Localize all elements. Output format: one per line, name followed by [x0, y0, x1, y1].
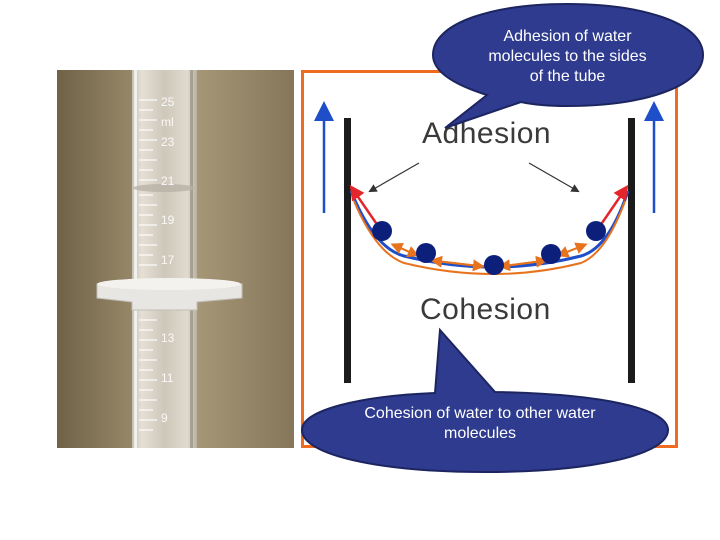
- water-molecule: [416, 243, 436, 263]
- adhesion-pointer-right: [528, 162, 580, 193]
- graduation-17: 17: [161, 253, 175, 267]
- graduation-11: 11: [161, 371, 174, 385]
- graduation-13: 13: [161, 331, 175, 345]
- water-molecule: [541, 244, 561, 264]
- graduation-ml: ml: [161, 115, 174, 129]
- adhesion-callout: Adhesion of water molecules to the sides…: [425, 0, 710, 150]
- adhesion-force-right: [600, 184, 629, 224]
- cohesion-label: Cohesion: [420, 293, 551, 326]
- adhesion-force-left: [349, 184, 378, 224]
- graduation-23: 23: [161, 135, 175, 149]
- water-molecule: [372, 221, 392, 241]
- graduation-25: 25: [161, 95, 175, 109]
- graduated-cylinder-photo: 25 ml 23 21 19 17 13 11 9: [57, 70, 294, 448]
- adhesion-callout-text: Adhesion of water molecules to the sides…: [488, 28, 647, 85]
- graduation-9: 9: [161, 411, 168, 425]
- cohesion-callout-text: Cohesion of water to other water molecul…: [364, 405, 596, 442]
- graduation-19: 19: [161, 213, 175, 227]
- cohesion-callout: Cohesion of water to other water molecul…: [290, 320, 680, 480]
- tube-wall-left: [344, 118, 351, 383]
- tube-wall-right: [628, 118, 635, 383]
- water-molecule: [484, 255, 504, 275]
- graduation-21: 21: [161, 174, 175, 188]
- adhesion-cohesion-diagram: Adhesion Cohesion: [301, 70, 678, 448]
- adhesion-label: Adhesion: [422, 117, 552, 150]
- adhesion-pointer-left: [368, 162, 420, 193]
- water-molecule: [586, 221, 606, 241]
- meniscus-orange: [353, 200, 626, 275]
